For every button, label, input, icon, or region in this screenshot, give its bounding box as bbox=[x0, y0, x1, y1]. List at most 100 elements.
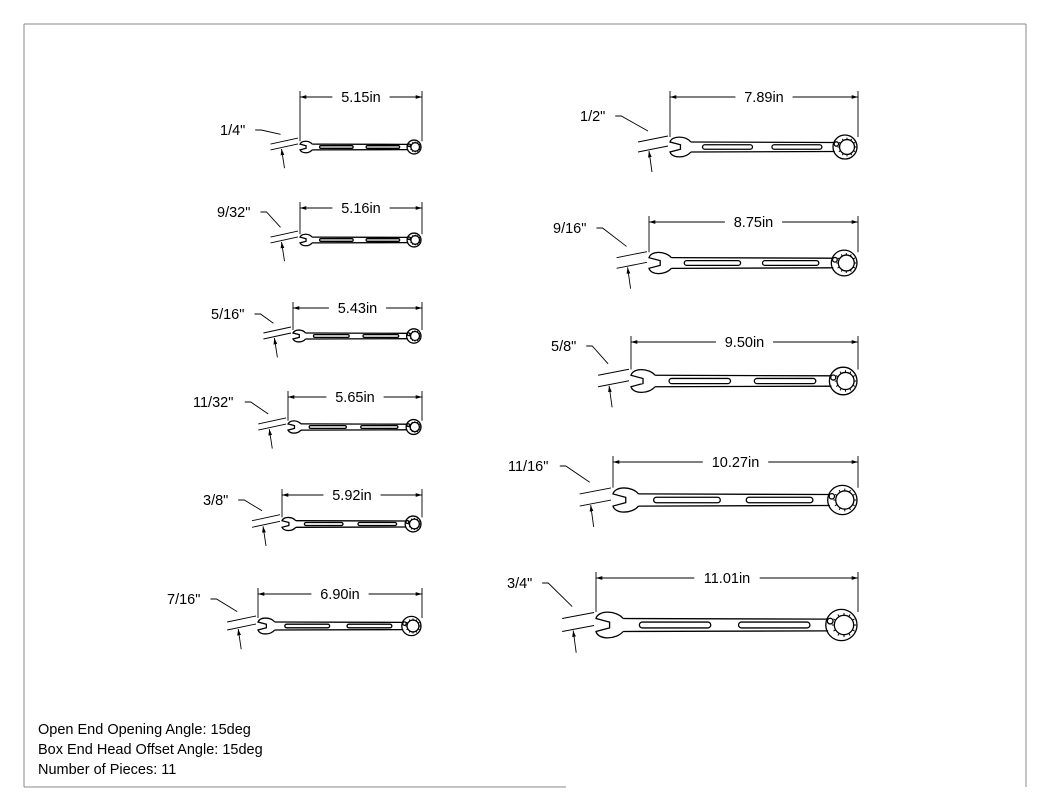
size-leader-line bbox=[260, 211, 281, 228]
wrench-shaft bbox=[300, 423, 408, 431]
length-dimension-label: 5.16in bbox=[341, 201, 381, 217]
opening-arrow bbox=[626, 267, 632, 289]
opening-dimension-tick bbox=[263, 332, 292, 340]
open-end-jaw bbox=[287, 420, 302, 434]
size-leader-line bbox=[615, 115, 649, 132]
ratchet-teeth bbox=[409, 330, 421, 342]
size-label: 1/2" bbox=[580, 109, 605, 125]
ratchet-gear bbox=[837, 254, 855, 272]
opening-dimension-tick bbox=[270, 137, 299, 145]
opening-arrow bbox=[237, 628, 242, 650]
opening-arrow bbox=[280, 241, 285, 262]
open-end-jaw bbox=[299, 233, 313, 247]
open-end-jaw bbox=[257, 617, 276, 635]
opening-arrow bbox=[589, 505, 595, 528]
shaft-slot bbox=[701, 144, 754, 150]
opening-dimension-tick bbox=[258, 417, 287, 425]
wrench-shaft bbox=[312, 236, 409, 244]
box-end-head bbox=[825, 608, 858, 642]
length-dimension-label: 7.89in bbox=[744, 90, 784, 106]
shaft-slot bbox=[357, 521, 398, 527]
ratchet-gear bbox=[833, 614, 855, 636]
open-end-jaw bbox=[630, 368, 656, 394]
opening-arrow bbox=[262, 526, 267, 547]
shaft-slot bbox=[365, 238, 401, 242]
opening-arrow bbox=[280, 148, 285, 169]
open-end-jaw bbox=[595, 611, 624, 639]
shaft-slot bbox=[360, 424, 399, 430]
ratchet-teeth bbox=[831, 612, 857, 638]
size-leader-line bbox=[542, 582, 573, 607]
opening-dimension-tick bbox=[562, 612, 595, 619]
shaft-slot bbox=[312, 333, 350, 338]
reverse-lever bbox=[830, 374, 837, 381]
shaft-slot bbox=[761, 259, 820, 267]
length-dimension-label: 9.50in bbox=[725, 335, 765, 351]
opening-dimension-tick bbox=[579, 487, 612, 495]
size-label: 1/4" bbox=[220, 123, 245, 139]
opening-dimension-tick bbox=[637, 145, 669, 153]
opening-dimension-tick bbox=[270, 236, 299, 244]
size-leader-line bbox=[559, 465, 590, 483]
length-dimension-label: 8.75in bbox=[734, 215, 774, 231]
length-dimension-label: 5.65in bbox=[335, 390, 375, 406]
open-end-angle-note: Open End Opening Angle: 15deg bbox=[38, 722, 251, 738]
ratchet-gear bbox=[838, 138, 856, 156]
open-end-jaw bbox=[612, 487, 639, 513]
box-end-head bbox=[832, 134, 858, 160]
drawing-frame bbox=[23, 23, 1027, 788]
ratchet-gear bbox=[409, 330, 421, 342]
reverse-lever bbox=[406, 423, 411, 428]
reverse-lever bbox=[833, 141, 840, 147]
wrench-shaft bbox=[671, 257, 834, 269]
size-label: 3/4" bbox=[507, 576, 532, 592]
opening-dimension-tick bbox=[598, 380, 630, 388]
opening-dimension-tick bbox=[227, 623, 257, 631]
ratchet-gear bbox=[835, 490, 855, 510]
ratchet-gear bbox=[409, 421, 421, 433]
box-end-head bbox=[405, 418, 422, 436]
opening-arrow bbox=[572, 630, 577, 653]
reverse-lever bbox=[828, 493, 836, 500]
box-end-head bbox=[406, 232, 422, 248]
shaft-slot bbox=[362, 333, 400, 338]
ratchet-gear bbox=[410, 235, 421, 245]
open-end-jaw bbox=[299, 140, 313, 154]
opening-dimension-tick bbox=[227, 615, 257, 623]
open-end-jaw bbox=[669, 136, 692, 158]
opening-dimension-tick bbox=[598, 368, 630, 376]
wrench-shaft bbox=[655, 374, 832, 388]
wrench-shaft bbox=[274, 621, 404, 631]
box-end-head bbox=[406, 139, 422, 155]
size-label: 11/16" bbox=[508, 459, 548, 475]
shaft-slot bbox=[683, 259, 742, 267]
wrench-shaft bbox=[690, 141, 835, 153]
open-end-jaw bbox=[281, 516, 297, 532]
length-dimension-label: 11.01in bbox=[704, 571, 751, 587]
opening-dimension-tick bbox=[251, 520, 281, 528]
reverse-lever bbox=[402, 621, 407, 627]
shaft-slot bbox=[318, 238, 354, 242]
size-leader-line bbox=[254, 313, 274, 324]
reverse-lever bbox=[826, 617, 834, 625]
open-end-jaw bbox=[292, 329, 307, 343]
box-end-head bbox=[827, 484, 858, 516]
size-label: 7/16" bbox=[167, 592, 200, 608]
size-leader-line bbox=[596, 227, 627, 247]
size-label: 9/32" bbox=[217, 205, 250, 221]
shaft-slot bbox=[668, 377, 732, 385]
size-label: 5/16" bbox=[211, 307, 244, 323]
size-leader-line bbox=[210, 598, 238, 612]
ratchet-teeth bbox=[836, 252, 857, 274]
wrench-2: 5.16in 9/32" bbox=[217, 201, 423, 262]
ratchet-teeth bbox=[833, 488, 857, 512]
opening-arrow bbox=[608, 385, 613, 408]
